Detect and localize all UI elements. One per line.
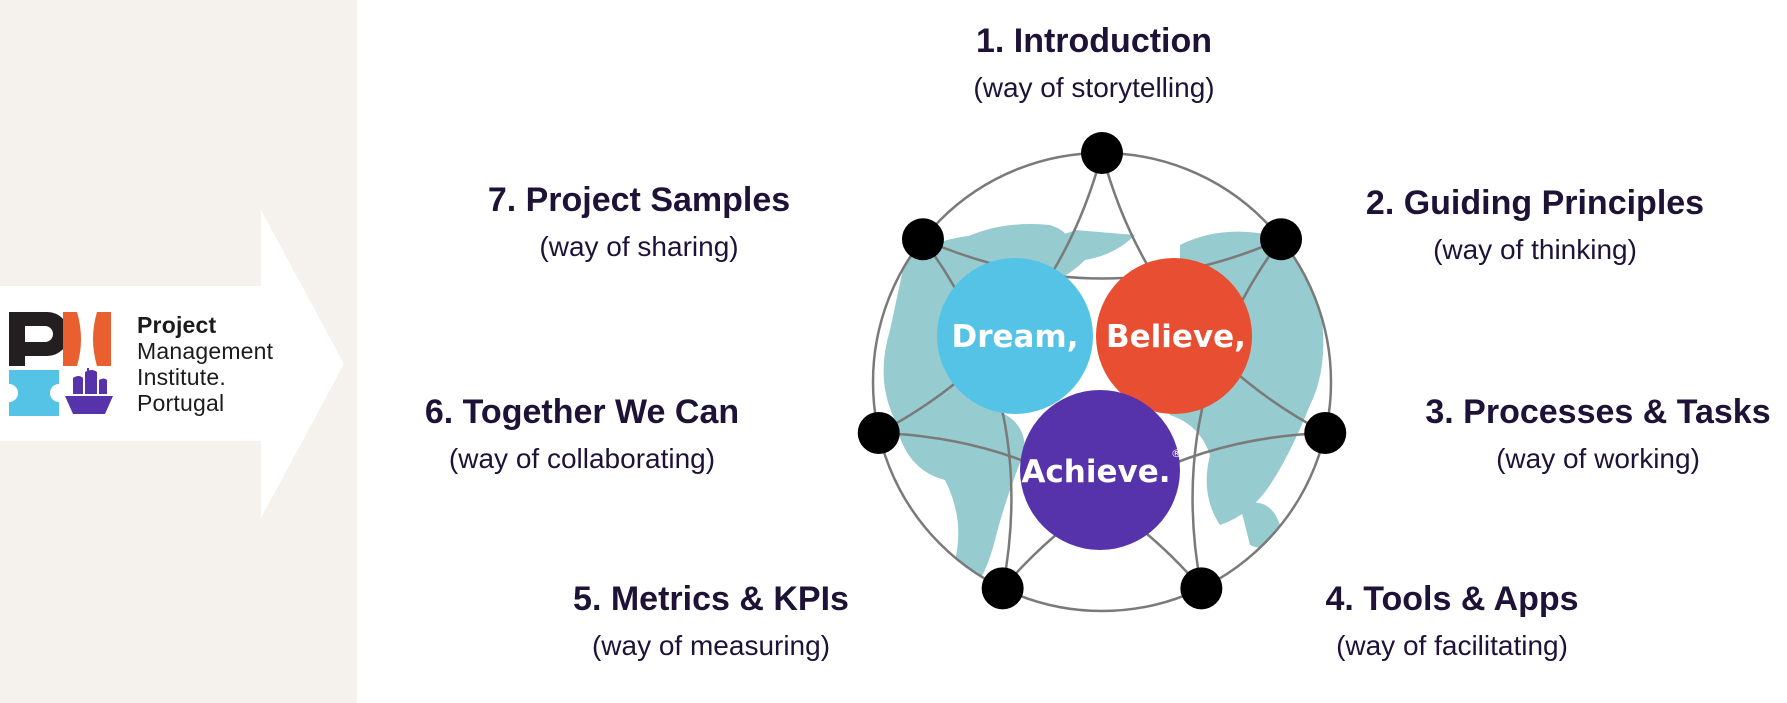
item-metrics-kpis[interactable]: 5. Metrics & KPIs (way of measuring) [573, 578, 849, 666]
item-together-we-can[interactable]: 6. Together We Can (way of collaborating… [425, 391, 739, 479]
item-title: 6. Together We Can [424, 393, 740, 431]
globe-node-3 [1304, 411, 1347, 454]
logo-line-project: Project [137, 312, 217, 338]
globe-node-7 [901, 218, 944, 261]
item-project-samples[interactable]: 7. Project Samples (way of sharing) [488, 179, 790, 267]
item-subtitle: (way of sharing) [539, 231, 739, 262]
achieve-circle [1020, 390, 1180, 550]
logo-line-management: Management [137, 338, 274, 364]
globe-node-4 [1180, 567, 1223, 610]
item-title: 4. Tools & Apps [1325, 580, 1579, 618]
globe-node-1 [1081, 132, 1123, 174]
ship-icon [65, 368, 113, 414]
arrow-shape [0, 210, 344, 518]
item-subtitle: (way of facilitating) [1336, 630, 1568, 661]
item-title: 2. Guiding Principles [1365, 184, 1705, 222]
item-tools-apps[interactable]: 4. Tools & Apps (way of facilitating) [1325, 578, 1578, 666]
item-title: 3. Processes & Tasks [1425, 393, 1771, 431]
achieve-text: Achieve. [1021, 454, 1170, 490]
logo-line-portugal: Portugal [137, 390, 225, 416]
registered-mark: ® [1171, 447, 1182, 460]
item-title: 5. Metrics & KPIs [573, 580, 849, 618]
item-guiding-principles[interactable]: 2. Guiding Principles (way of thinking) [1366, 182, 1704, 270]
pmi-logo-mark [9, 312, 113, 416]
globe-node-2 [1260, 218, 1303, 261]
item-subtitle: (way of collaborating) [448, 443, 716, 474]
item-title: 1. Introduction [975, 22, 1213, 60]
believe-circle [1096, 258, 1252, 414]
item-introduction[interactable]: 1. Introduction (way of storytelling) [973, 20, 1214, 108]
logo-line-institute: Institute. [137, 364, 226, 390]
item-title: 7. Project Samples [487, 181, 791, 219]
globe-node-6 [857, 411, 900, 454]
dream-text: Dream, [951, 319, 1078, 355]
believe-text: Believe, [1106, 319, 1246, 355]
item-subtitle: (way of working) [1496, 443, 1700, 474]
item-processes-tasks[interactable]: 3. Processes & Tasks (way of working) [1425, 391, 1770, 479]
dream-circle [937, 258, 1093, 414]
item-subtitle: (way of storytelling) [973, 72, 1215, 103]
globe-node-5 [981, 567, 1024, 610]
item-subtitle: (way of measuring) [591, 630, 831, 661]
item-subtitle: (way of thinking) [1433, 234, 1637, 265]
